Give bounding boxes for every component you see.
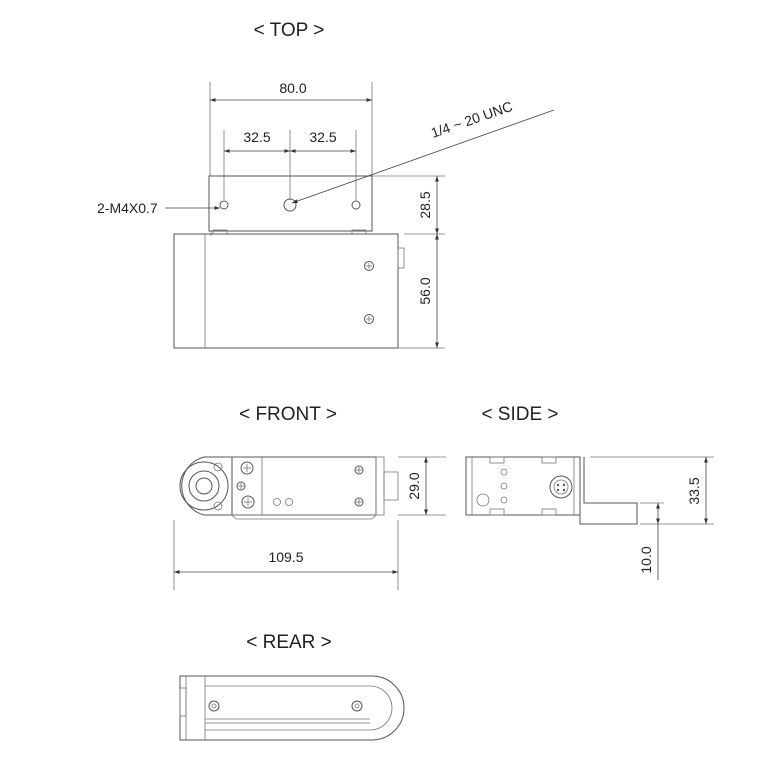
dim-top-left-spacing: 32.5 [243, 129, 270, 145]
top-body [173, 233, 399, 349]
mount-thread-hole [283, 198, 297, 212]
dim-top-height-lower: 56.0 [417, 277, 433, 304]
phillips-screw-icon [241, 495, 255, 509]
rear-view: < REAR > [179, 632, 405, 741]
phillips-screw-icon [354, 465, 364, 475]
dim-top-width: 80.0 [279, 80, 306, 96]
front-view-title: < FRONT > [239, 404, 337, 425]
screw-icon [351, 700, 363, 712]
callout-screw-holes: 2-M4X0.7 [97, 200, 158, 216]
front-view: < FRONT > [173, 404, 446, 590]
phillips-screw-icon [354, 497, 364, 507]
phillips-screw-icon [240, 461, 254, 475]
dim-top-right-spacing: 32.5 [309, 129, 336, 145]
screw-hole-right [351, 200, 361, 210]
side-body [465, 456, 581, 516]
dim-side-offset: 10.0 [638, 546, 654, 573]
phillips-screw-icon [364, 261, 374, 271]
front-body [231, 456, 377, 516]
dim-front-height: 29.0 [406, 472, 422, 499]
lens-mount-icon [188, 470, 220, 502]
screw-icon [208, 700, 220, 712]
dim-top-height-upper: 28.5 [417, 191, 433, 218]
front-round-end [181, 456, 232, 516]
led-indicator [273, 498, 281, 506]
dim-side-height: 33.5 [686, 477, 702, 504]
side-bracket [579, 457, 638, 525]
led-indicator [285, 498, 293, 506]
top-view: < TOP > 80.0 32.5 32.5 1/4 ~ 20 UNC 2-M4… [97, 20, 555, 349]
rear-view-title: < REAR > [246, 632, 332, 653]
screw-hole-left [219, 200, 229, 210]
connector-icon [549, 475, 573, 499]
rear-body [179, 675, 405, 741]
side-view-title: < SIDE > [481, 404, 558, 425]
top-mount-plate [208, 175, 373, 232]
callout-mount-thread: 1/4 ~ 20 UNC [429, 98, 515, 141]
dim-front-length: 109.5 [268, 549, 303, 565]
phillips-screw-icon [364, 314, 374, 324]
side-view: < SIDE > 33.5 10.0 [465, 404, 714, 580]
top-view-title: < TOP > [254, 20, 325, 41]
phillips-screw-icon [236, 481, 246, 491]
